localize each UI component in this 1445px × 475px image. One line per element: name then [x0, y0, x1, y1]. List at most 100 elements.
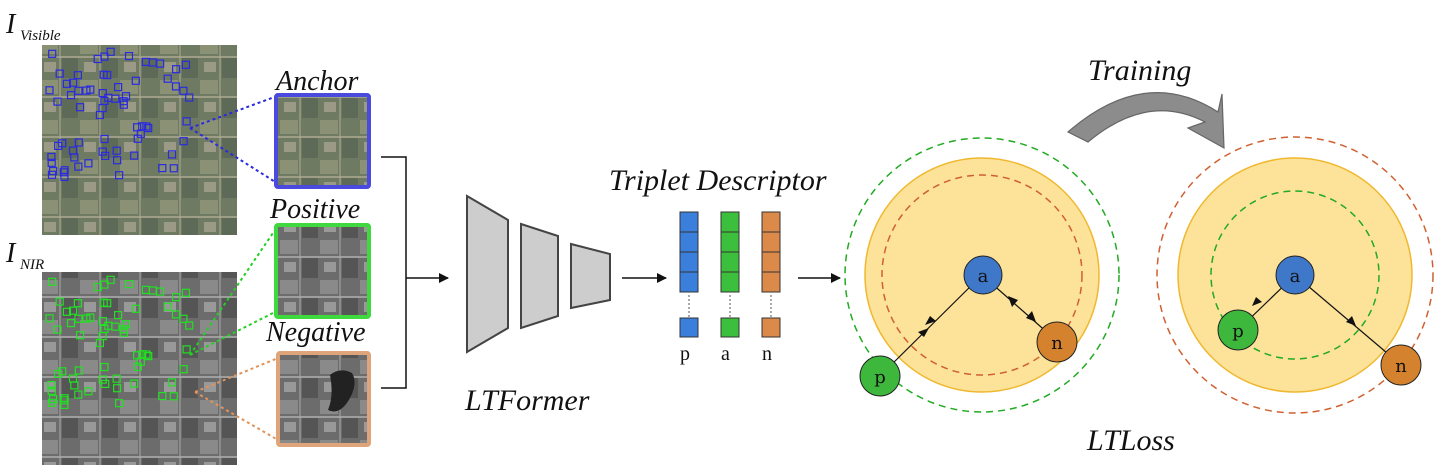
keypoint-box: [138, 122, 147, 131]
keypoint-box: [144, 352, 153, 361]
keypoint-box: [169, 164, 178, 173]
descriptor-label-n: n: [762, 343, 772, 365]
keypoint-box: [74, 138, 83, 147]
keypoint-box: [179, 86, 188, 95]
negative-patch: [276, 351, 371, 447]
descriptor-n-cell: [761, 271, 781, 293]
keypoint-box: [185, 93, 194, 102]
svg-text:n: n: [1395, 356, 1407, 377]
descriptor-n-cell: [761, 251, 781, 273]
keypoint-box: [53, 97, 62, 106]
keypoint-box: [167, 378, 177, 387]
descriptor-p-cell: [679, 271, 699, 293]
keypoint-box: [148, 58, 157, 67]
descriptor-a-cell: [720, 211, 740, 233]
keypoint-box: [62, 307, 72, 316]
ltformer-label: LTFormer: [464, 384, 590, 417]
descriptor-p-cell: [679, 211, 699, 233]
keypoint-box: [73, 71, 83, 80]
keypoint-box: [48, 277, 57, 286]
keypoint-box: [75, 103, 85, 112]
keypoint-box: [100, 134, 109, 144]
negative-label: Negative: [265, 317, 366, 348]
positive-patch: [274, 223, 371, 319]
svg-text:Visible: Visible: [20, 28, 61, 44]
svg-text:I: I: [5, 238, 17, 269]
keypoint-box: [119, 328, 128, 337]
keypoint-box: [68, 374, 78, 383]
keypoint-box: [130, 151, 139, 160]
keypoint-box: [163, 74, 172, 83]
keypoint-box: [47, 380, 56, 390]
keypoint-box: [101, 379, 110, 388]
keypoint-box: [148, 286, 157, 295]
keypoint-box: [158, 392, 167, 401]
before-node-n: n: [1036, 321, 1078, 363]
positive-connectors: [189, 229, 276, 356]
loss-before-training: a p n: [844, 137, 1120, 413]
keypoint-box: [66, 319, 76, 328]
loss-after-training: a p n: [1156, 136, 1434, 414]
keypoint-box: [66, 90, 76, 100]
keypoint-box: [113, 82, 123, 92]
keypoint-box: [60, 400, 69, 409]
patch-bracket: [381, 156, 449, 389]
keypoint-box: [114, 171, 124, 180]
keypoint-box: [181, 288, 190, 297]
keypoint-box: [114, 399, 124, 408]
visible-image-title: I Visible: [5, 9, 61, 44]
keypoint-box: [73, 299, 83, 308]
keypoint-box: [142, 350, 151, 359]
keypoint-box: [47, 170, 57, 179]
svg-text:I: I: [5, 9, 17, 40]
keypoint-box: [84, 159, 93, 168]
after-node-a: a: [1275, 255, 1315, 295]
descriptor-a-stack: [720, 211, 740, 338]
keypoint-box: [74, 390, 83, 399]
descriptor-a-cell: [720, 271, 740, 293]
descriptor-stacks: [679, 211, 781, 338]
positive-label: Positive: [269, 194, 360, 225]
keypoint-box: [131, 304, 140, 313]
keypoint-box: [103, 299, 112, 308]
descriptor-a-output-cell: [720, 317, 740, 338]
keypoint-box: [53, 325, 62, 334]
keypoint-box: [100, 362, 109, 372]
keypoint-box: [84, 387, 93, 396]
keypoint-box: [93, 282, 102, 292]
keypoint-box: [167, 150, 177, 159]
descriptor-n-output-cell: [761, 317, 781, 338]
nir-image-title: I NIR: [5, 238, 44, 273]
keypoint-box: [131, 76, 140, 85]
keypoint-box: [74, 314, 83, 323]
keypoint-box: [163, 302, 172, 311]
keypoint-box: [47, 398, 57, 407]
descriptor-n-cell: [761, 211, 781, 233]
keypoint-box: [124, 51, 134, 61]
keypoint-box: [55, 297, 64, 306]
after-node-p: p: [1217, 309, 1259, 351]
keypoint-box: [172, 65, 181, 74]
keypoint-box: [130, 379, 139, 388]
keypoint-box: [106, 275, 115, 284]
keypoint-box: [60, 172, 69, 181]
svg-text:NIR: NIR: [19, 257, 44, 273]
after-node-n: n: [1380, 344, 1422, 386]
svg-text:a: a: [1290, 266, 1301, 287]
keypoint-box: [172, 293, 181, 302]
keypoint-box: [101, 151, 110, 160]
negative-connectors: [194, 357, 279, 441]
before-node-a: a: [963, 255, 1003, 295]
nir-image: [42, 272, 237, 465]
keypoint-box: [59, 396, 68, 405]
svg-text:p: p: [874, 367, 886, 388]
keypoint-box: [47, 386, 56, 395]
keypoint-box: [103, 70, 112, 80]
keypoint-box: [62, 79, 72, 88]
keypoint-box: [113, 311, 123, 320]
keypoint-box: [98, 88, 107, 98]
visible-keypoints: [45, 47, 194, 181]
ltloss-label: LTLoss: [1086, 424, 1175, 457]
before-node-p: p: [859, 355, 901, 397]
